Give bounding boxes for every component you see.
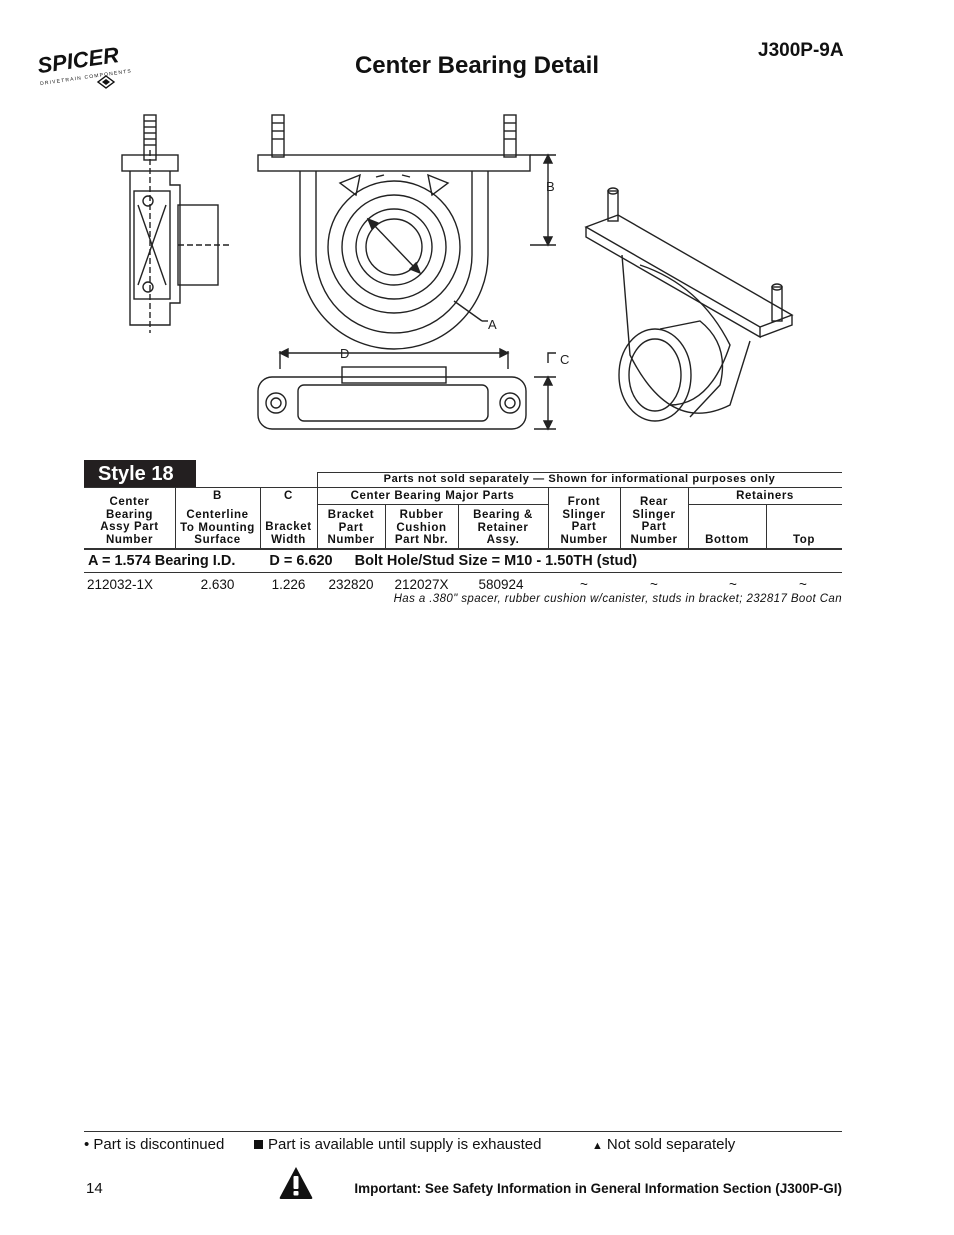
center-bearing-drawing: B A D C [121, 114, 794, 431]
cell-front-slinger: ~ [580, 577, 588, 592]
cell-retainer-top: ~ [799, 577, 807, 592]
col-header-rear-slinger: Rear Slinger Part Number [630, 496, 678, 546]
cell-rear-slinger: ~ [650, 577, 658, 592]
cell-bracket-width: 1.226 [271, 577, 306, 592]
bullet-icon: • [84, 1136, 94, 1153]
cell-rubber-cushion: 212027X [394, 577, 449, 592]
table-rule [84, 548, 842, 550]
row-note: Has a .380" spacer, rubber cushion w/can… [393, 593, 842, 605]
front-view [257, 114, 556, 350]
spec-line: A = 1.574 Bearing I.D. D = 6.620 Bolt Hole… [88, 553, 637, 569]
square-icon [254, 1140, 263, 1149]
col-header-bracket-part: Bracket Part Number [327, 509, 375, 546]
spicer-logo: SPICER DRIVETRAIN COMPONENTS [36, 42, 132, 89]
group-header-retainers: Retainers [736, 490, 794, 502]
page-title: Center Bearing Detail [354, 52, 600, 79]
cell-bearing-retainer: 580924 [478, 577, 524, 592]
cell-bracket-part: 232820 [328, 577, 374, 592]
spec-bolt: Bolt Hole/Stud Size = M10 - 1.50TH (stud… [354, 553, 638, 569]
table-rule [688, 504, 842, 505]
caret-icon: ▲ [592, 1140, 603, 1152]
style-label: Style 18 [84, 460, 196, 488]
isometric-view [584, 187, 794, 422]
col-header-bearing-retainer: Bearing & Retainer Assy. [473, 509, 533, 546]
table-divider [317, 472, 318, 548]
legend-not-sold: ▲Not sold separately [592, 1136, 736, 1153]
table-top-header: Parts not sold separately — Shown for in… [383, 473, 776, 485]
col-b-letter: B [213, 490, 222, 502]
top-view [257, 347, 556, 431]
page-number: 14 [86, 1180, 103, 1197]
group-header-major-parts: Center Bearing Major Parts [350, 490, 515, 502]
dimension-label-a: A [488, 317, 497, 332]
cell-retainer-bottom: ~ [729, 577, 737, 592]
legend-supply: Part is available until supply is exhaus… [254, 1136, 542, 1153]
legend-discontinued: • Part is discontinued [84, 1136, 225, 1153]
document-code: J300P-9A [758, 40, 844, 61]
table-divider [620, 487, 621, 548]
side-section-view [121, 114, 230, 333]
dimension-label-b: B [546, 179, 555, 194]
table-rule [317, 504, 548, 505]
table-divider [688, 487, 689, 548]
safety-notice: Important: See Safety Information in Gen… [354, 1181, 842, 1196]
col-header-centerline: Centerline To Mounting Surface [180, 509, 255, 546]
cell-centerline: 2.630 [200, 577, 235, 592]
col-header-front-slinger: Front Slinger Part Number [560, 496, 608, 546]
dimension-label-d: D [340, 346, 349, 361]
dimension-label-c: C [560, 352, 569, 367]
spec-d: D = 6.620 [269, 553, 333, 569]
spec-bearing-id: A = 1.574 Bearing I.D. [88, 553, 236, 569]
table-rule [84, 572, 842, 573]
table-divider [548, 487, 549, 548]
col-header-rubber-cushion: Rubber Cushion Part Nbr. [394, 509, 449, 546]
table-divider [175, 487, 176, 548]
col-header-bracket-width: Bracket Width [265, 521, 312, 546]
table-divider [766, 504, 767, 548]
table-divider [385, 504, 386, 548]
table-divider [260, 487, 261, 548]
col-header-assy-part: Center Bearing Assy Part Number [100, 496, 159, 546]
col-c-letter: C [284, 490, 293, 502]
col-header-bottom: Bottom [705, 534, 749, 546]
warning-icon [279, 1167, 313, 1199]
cell-assy-part: 212032-1X [86, 577, 154, 592]
table-divider [458, 504, 459, 548]
col-header-top: Top [792, 534, 816, 546]
table-rule [84, 487, 842, 488]
table-rule [317, 472, 842, 473]
legend-rule [84, 1131, 842, 1132]
